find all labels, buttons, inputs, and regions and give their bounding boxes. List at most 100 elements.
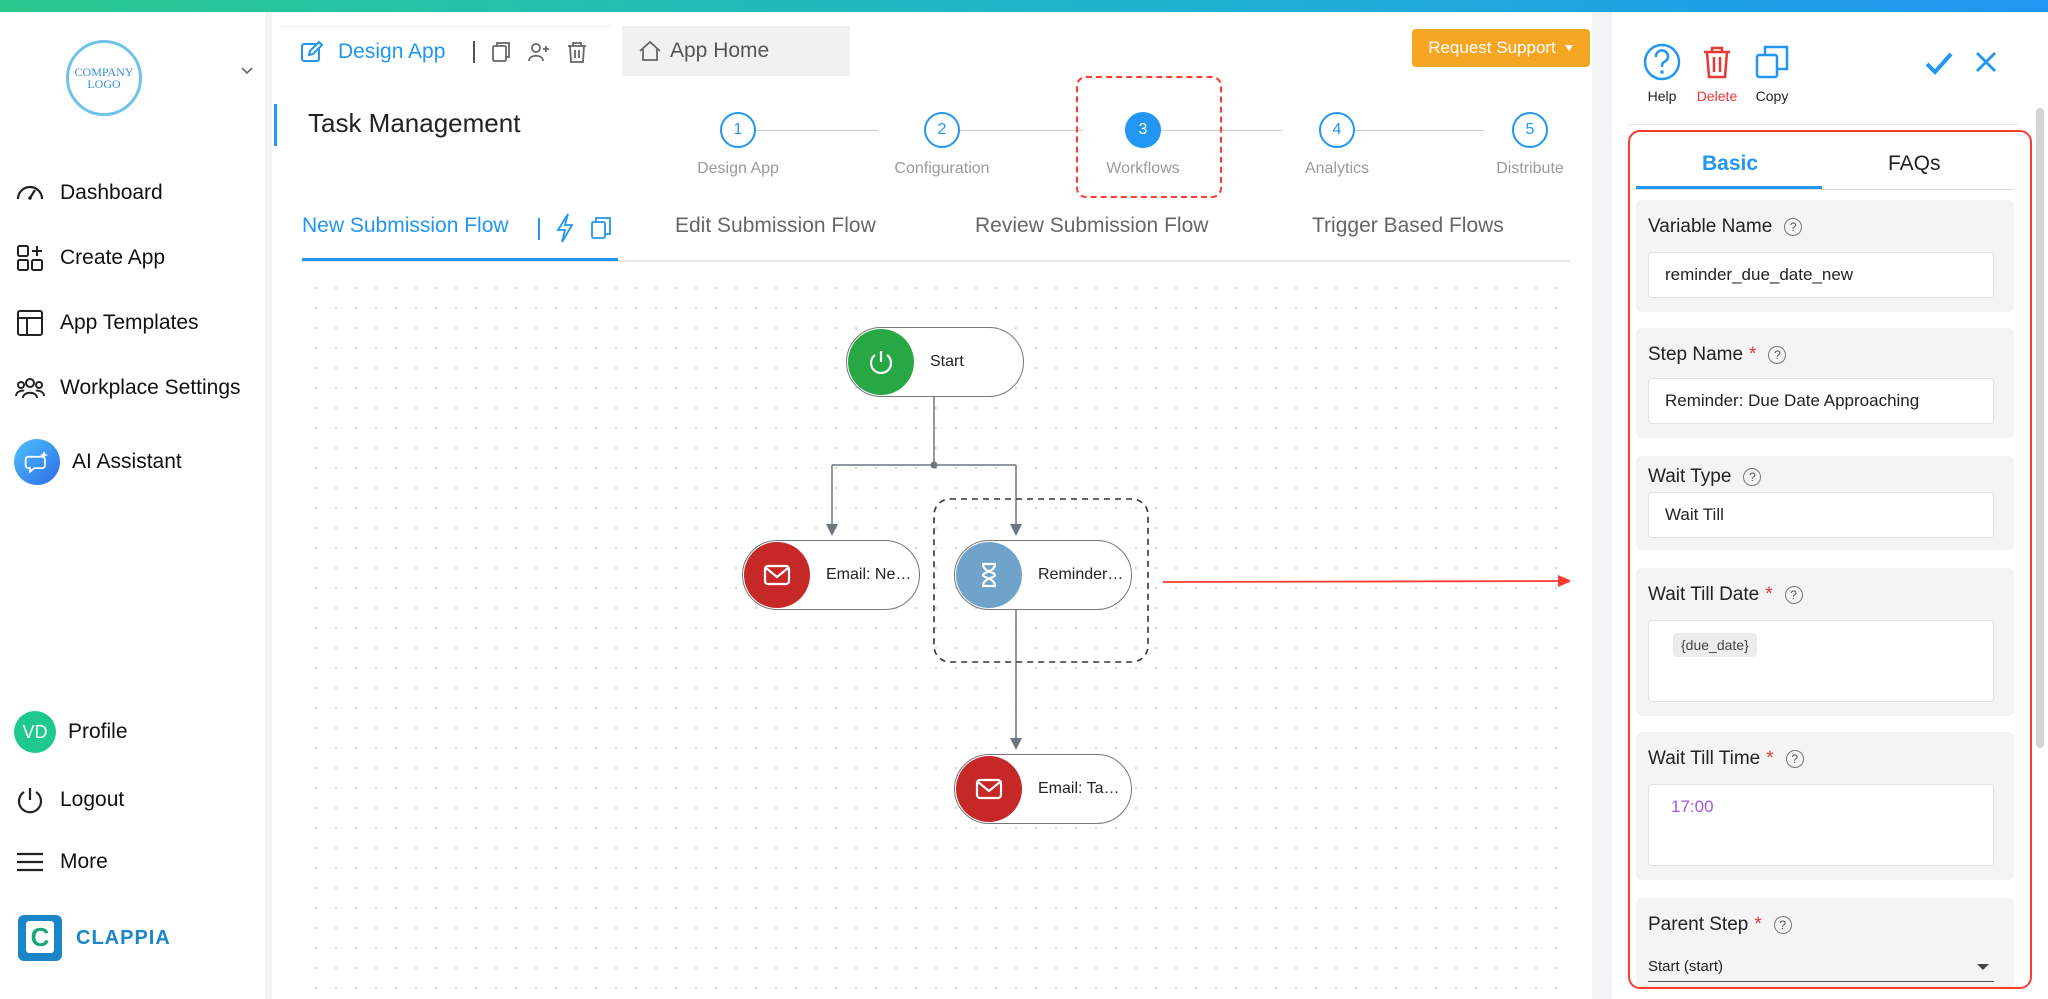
active-tab-underline [1636,186,1822,189]
sidebar-item-ai-assistant[interactable]: AI Assistant [14,439,182,485]
mail-icon [744,542,810,608]
wait-type-select[interactable]: Wait Till [1648,492,1994,538]
required-mark: * [1765,584,1773,605]
step-analytics[interactable]: 4 Analytics [1277,112,1397,178]
flow-node-email-new[interactable]: Email: Ne… [742,540,920,610]
label-text: Parent Step [1648,914,1749,935]
flow-node-reminder[interactable]: Reminder… [954,540,1132,610]
step-name-input[interactable]: Reminder: Due Date Approaching [1648,378,1994,424]
sidebar-item-label: Logout [60,788,125,811]
node-label: Reminder… [1038,566,1124,583]
tab-design-app[interactable]: Design App [280,26,612,76]
brand-logo: CLAPPIA [18,915,171,961]
help-icon[interactable]: ? [1768,346,1787,364]
tab-trigger-based-flows[interactable]: Trigger Based Flows [1312,214,1504,237]
step-configuration[interactable]: 2 Configuration [882,112,1002,178]
company-logo[interactable]: COMPANY LOGO [66,40,142,116]
copy-icon[interactable] [489,40,513,64]
divider [1628,124,2018,125]
delete-button[interactable]: Delete [1687,42,1747,104]
label-text: Wait Till Date [1648,584,1760,605]
mail-icon [956,756,1022,822]
field-wait-type: Wait Type ? Wait Till [1636,456,2014,550]
sidebar-item-label: Create App [60,246,166,269]
sidebar-item-create-app[interactable]: Create App [14,238,165,278]
active-tab-underline [302,258,618,261]
sidebar-item-label: Dashboard [60,181,163,204]
wait-till-time-input[interactable]: 17:00 [1648,784,1994,866]
required-mark: * [1754,914,1762,935]
wait-till-date-input[interactable]: {due_date} [1648,620,1994,702]
flow-node-start[interactable]: Start [846,327,1024,397]
tab-new-submission-flow[interactable]: New Submission Flow [302,214,509,237]
step-workflows[interactable]: 3 Workflows [1083,112,1203,178]
required-mark: * [1766,748,1774,769]
divider [473,40,476,63]
copy-button[interactable]: Copy [1742,42,1802,104]
lightning-icon[interactable] [554,212,576,244]
copy-icon [1755,45,1789,79]
parent-step-value: Start (start) [1648,958,1724,975]
sidebar-item-logout[interactable]: Logout [14,780,124,820]
field-step-name: Step Name * ? Reminder: Due Date Approac… [1636,328,2014,438]
logo-text: COMPANY LOGO [74,65,134,91]
panel-tabs: Basic FAQs [1636,138,2014,190]
flow-node-email-task[interactable]: Email: Ta… [954,754,1132,824]
label-text: Wait Till Time [1648,748,1761,769]
checkmark-icon[interactable] [1922,46,1956,80]
field-label: Variable Name ? [1648,216,1803,238]
title-accent-bar [274,104,277,146]
node-label: Start [930,353,964,370]
help-icon[interactable]: ? [1773,916,1792,934]
flow-tabs: New Submission Flow Edit Submission Flow… [302,202,1570,262]
ai-assistant-icon [14,439,60,485]
workflow-canvas[interactable]: Start Email: Ne… Reminder… Email: Ta… [302,272,1570,999]
step-distribute[interactable]: 5 Distribute [1470,112,1590,178]
help-icon[interactable]: ? [1784,218,1803,236]
tab-review-submission-flow[interactable]: Review Submission Flow [975,214,1209,237]
sidebar-item-more[interactable]: More [14,842,108,882]
help-icon[interactable]: ? [1743,468,1762,486]
copy-icon[interactable] [590,216,612,240]
help-icon[interactable]: ? [1784,586,1803,604]
tab-faqs[interactable]: FAQs [1888,152,1941,175]
caret-down-icon [1564,45,1573,51]
field-parent-step: Parent Step * ? Start (start) [1636,898,2014,987]
chevron-down-icon[interactable] [239,62,255,78]
help-icon[interactable]: ? [1785,750,1804,768]
create-app-icon [17,245,43,271]
step-design-app[interactable]: 1 Design App [678,112,798,178]
step-label: Distribute [1496,160,1564,177]
sidebar-item-label: App Templates [60,311,199,334]
node-label: Email: Ta… [1038,780,1120,797]
request-support-button[interactable]: Request Support [1412,29,1590,67]
tab-edit-submission-flow[interactable]: Edit Submission Flow [675,214,876,237]
power-icon [17,788,43,814]
panel-scrollbar[interactable] [2036,108,2044,748]
sidebar-item-workplace-settings[interactable]: Workplace Settings [14,368,241,408]
trash-icon[interactable] [565,40,589,64]
tab-basic[interactable]: Basic [1702,152,1759,175]
label-text: Step Name [1648,344,1744,365]
sidebar-item-label: Workplace Settings [60,376,241,399]
step-number: 1 [720,112,756,148]
help-button[interactable]: Help [1632,42,1692,104]
parent-step-select[interactable]: Start (start) [1648,952,1994,982]
tab-app-home[interactable]: App Home [622,26,850,76]
step-settings-panel: Help Delete Copy Basic FAQs Variable Nam… [1612,12,2048,999]
field-label: Step Name * ? [1648,344,1787,366]
sidebar-item-dashboard[interactable]: Dashboard [14,173,163,213]
variable-chip[interactable]: {due_date} [1673,633,1757,657]
variable-name-input[interactable]: reminder_due_date_new [1648,252,1994,298]
app-tabbar: Design App App Home [280,26,850,76]
step-number: 2 [924,112,960,148]
sidebar-item-app-templates[interactable]: App Templates [14,303,199,343]
label-text: Wait Type [1648,466,1732,487]
field-wait-till-date: Wait Till Date * ? {due_date} [1636,568,2014,716]
close-icon[interactable] [1972,48,2000,76]
trash-icon [1704,46,1730,79]
add-user-icon[interactable] [527,40,551,64]
sidebar-item-profile[interactable]: VD Profile [14,711,128,753]
panel-highlight-box: Basic FAQs Variable Name ? reminder_due_… [1628,130,2032,989]
field-label: Wait Till Time * ? [1648,748,1804,770]
